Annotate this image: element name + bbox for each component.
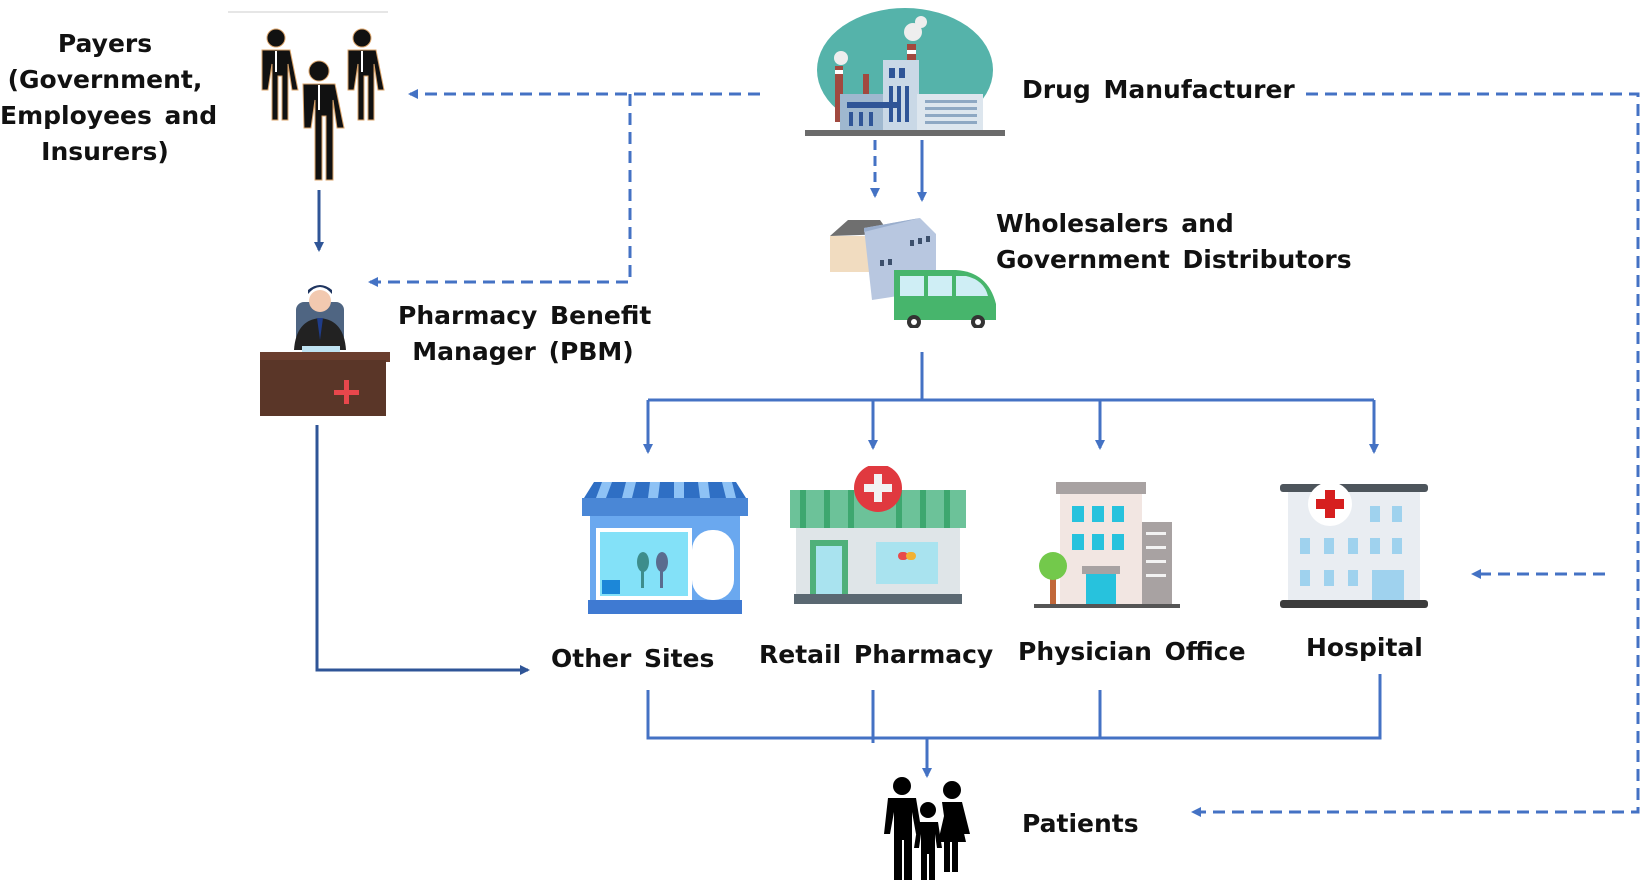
patients-label: Patients — [1022, 809, 1139, 838]
manager-at-desk-icon — [260, 285, 390, 416]
factory-icon — [805, 8, 1005, 136]
wholesalers-label-line-2: Government Distributors — [996, 245, 1352, 274]
edge-manufacturer-pbm — [368, 94, 632, 287]
warehouse-van-icon — [830, 218, 996, 328]
wholesalers-label: Wholesalers and Government Distributors — [996, 206, 1352, 278]
storefront-icon — [582, 482, 748, 614]
payers-subtitle-3: Insurers) — [41, 137, 169, 166]
office-building-icon — [1034, 482, 1180, 608]
payers-label: Payers (Government, Employees and Insure… — [0, 26, 218, 170]
pbm-label-line-1: Pharmacy Benefit — [398, 301, 652, 330]
payers-subtitle-1: (Government, — [7, 65, 203, 94]
edge-manufacturer-right-rail — [1191, 92, 1640, 817]
edge-pbm-other-sites — [315, 425, 530, 675]
business-people-icon — [261, 28, 385, 181]
physician-office-label: Physician Office — [1018, 637, 1246, 666]
payers-subtitle-2: Employees and — [0, 101, 218, 130]
edge-sites-collector — [646, 674, 1382, 740]
pharmacy-icon — [790, 466, 966, 604]
hospital-icon — [1280, 484, 1428, 608]
manufacturer-label: Drug Manufacturer — [1022, 75, 1295, 104]
retail-pharmacy-label: Retail Pharmacy — [759, 640, 994, 669]
family-icon — [884, 777, 970, 880]
payers-title: Payers — [57, 29, 153, 58]
hospital-label: Hospital — [1306, 633, 1423, 662]
wholesalers-label-line-1: Wholesalers and — [996, 209, 1234, 238]
pbm-label: Pharmacy Benefit Manager (PBM) — [398, 298, 652, 370]
pbm-label-line-2: Manager (PBM) — [412, 337, 634, 366]
other-sites-label: Other Sites — [551, 644, 715, 673]
